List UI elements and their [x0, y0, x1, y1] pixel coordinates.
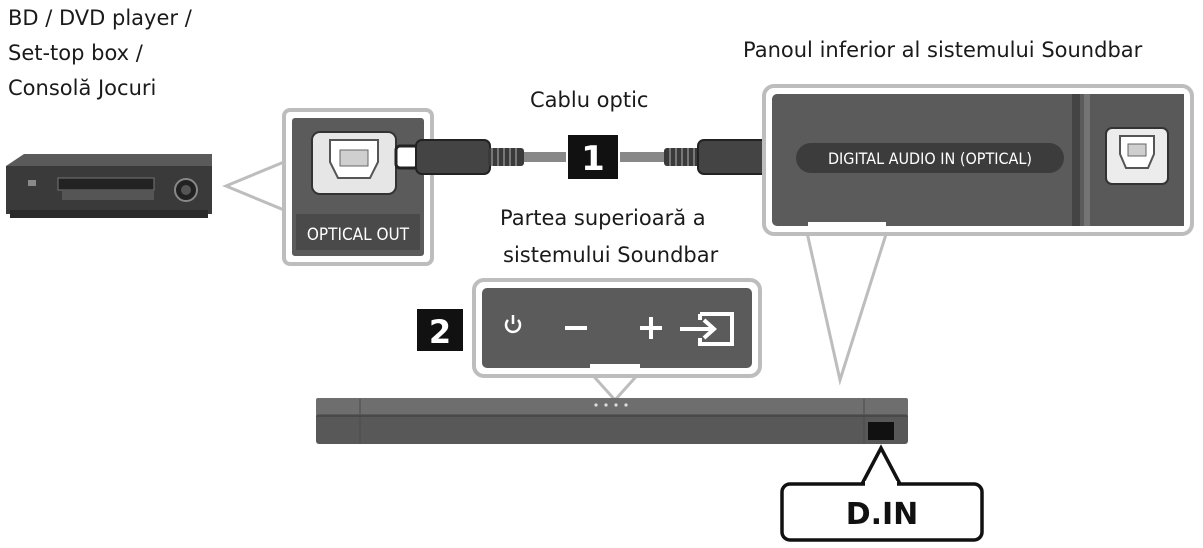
source-device-line-2: Set-top box /	[8, 41, 143, 65]
cable-label: Cablu optic	[530, 88, 649, 112]
player-device-icon	[6, 154, 212, 218]
optical-in-port-icon	[1105, 127, 1169, 185]
digital-audio-in-label-bg	[796, 143, 1064, 173]
top-panel-label-line-1: Partea superioară a	[500, 206, 706, 230]
source-input-icon	[680, 312, 734, 346]
power-icon	[504, 315, 522, 334]
d-in-port	[868, 422, 894, 440]
soundbar-device	[316, 398, 908, 444]
source-device-label: BD / DVD player / Set-top box / Consolă …	[8, 1, 192, 106]
digital-audio-in-label: DIGITAL AUDIO IN (OPTICAL)	[828, 149, 1032, 168]
top-panel-callout	[472, 278, 762, 403]
step-2-number: 2	[429, 313, 451, 351]
d-in-callout	[780, 444, 984, 542]
bottom-panel-label: Panoul inferior al sistemului Soundbar	[743, 38, 1143, 62]
source-device-line-1: BD / DVD player /	[8, 6, 192, 30]
volume-up-icon	[640, 317, 662, 339]
optical-out-label: OPTICAL OUT	[307, 225, 410, 245]
player-callout-pointer	[222, 159, 286, 213]
top-panel-label-line-2: sistemului Soundbar	[503, 243, 719, 267]
step-1-badge	[568, 135, 618, 179]
optical-out-panel	[282, 108, 434, 266]
source-device-line-3: Consolă Jocuri	[8, 76, 157, 100]
step-1-number: 1	[581, 139, 605, 179]
step-2-badge	[417, 309, 463, 351]
d-in-label: D.IN	[846, 497, 919, 532]
